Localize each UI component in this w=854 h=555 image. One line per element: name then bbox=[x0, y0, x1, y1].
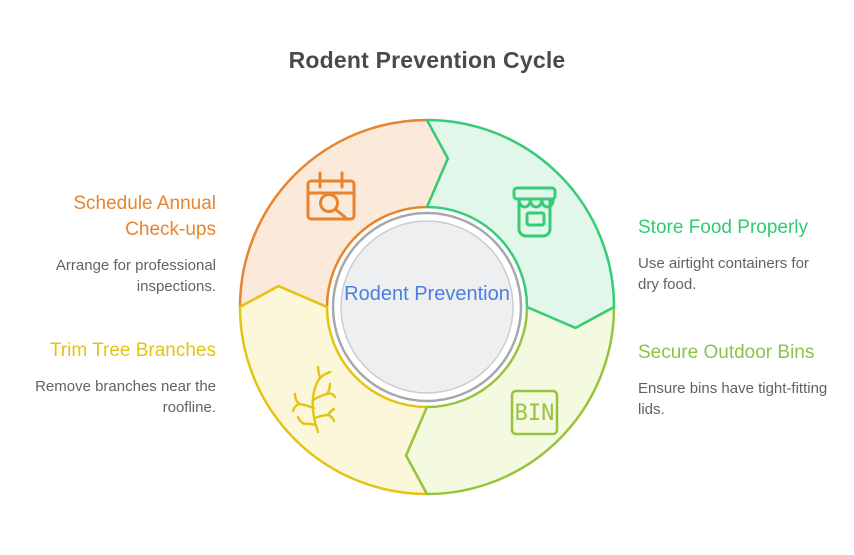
storage-jar-icon bbox=[512, 186, 557, 238]
step-body-schedule-checkups: Arrange for professional inspections. bbox=[55, 257, 216, 295]
bin-icon-label: BIN bbox=[515, 401, 555, 426]
step-schedule-checkups: Schedule Annual Check-ups Arrange for pr… bbox=[16, 191, 216, 297]
center-circle-inner bbox=[340, 220, 514, 394]
step-body-trim-branches: Remove branches near the roofline. bbox=[35, 378, 216, 416]
step-store-food: Store Food Properly Use airtight contain… bbox=[638, 215, 833, 295]
segment-trim-branches bbox=[238, 284, 429, 496]
step-body-store-food: Use airtight containers for dry food. bbox=[638, 255, 809, 293]
step-heading-trim-branches: Trim Tree Branches bbox=[49, 340, 216, 361]
cycle-center-label: Rodent Prevention bbox=[344, 283, 510, 305]
step-heading-schedule-checkups: Schedule Annual Check-ups bbox=[73, 193, 216, 240]
tree-branch-icon bbox=[291, 365, 337, 434]
step-body-secure-bins: Ensure bins have tight-fitting lids. bbox=[638, 380, 828, 418]
segment-schedule-checkups bbox=[238, 118, 450, 309]
calendar-search-icon bbox=[306, 171, 356, 221]
step-heading-secure-bins: Secure Outdoor Bins bbox=[638, 342, 815, 363]
step-secure-bins: Secure Outdoor Bins Ensure bins have tig… bbox=[638, 340, 833, 420]
step-heading-store-food: Store Food Properly bbox=[638, 217, 809, 238]
step-trim-branches: Trim Tree Branches Remove branches near … bbox=[16, 338, 216, 418]
bin-icon: BIN bbox=[510, 389, 559, 436]
page-title: Rodent Prevention Cycle bbox=[288, 47, 566, 73]
segment-secure-bins bbox=[404, 305, 616, 496]
